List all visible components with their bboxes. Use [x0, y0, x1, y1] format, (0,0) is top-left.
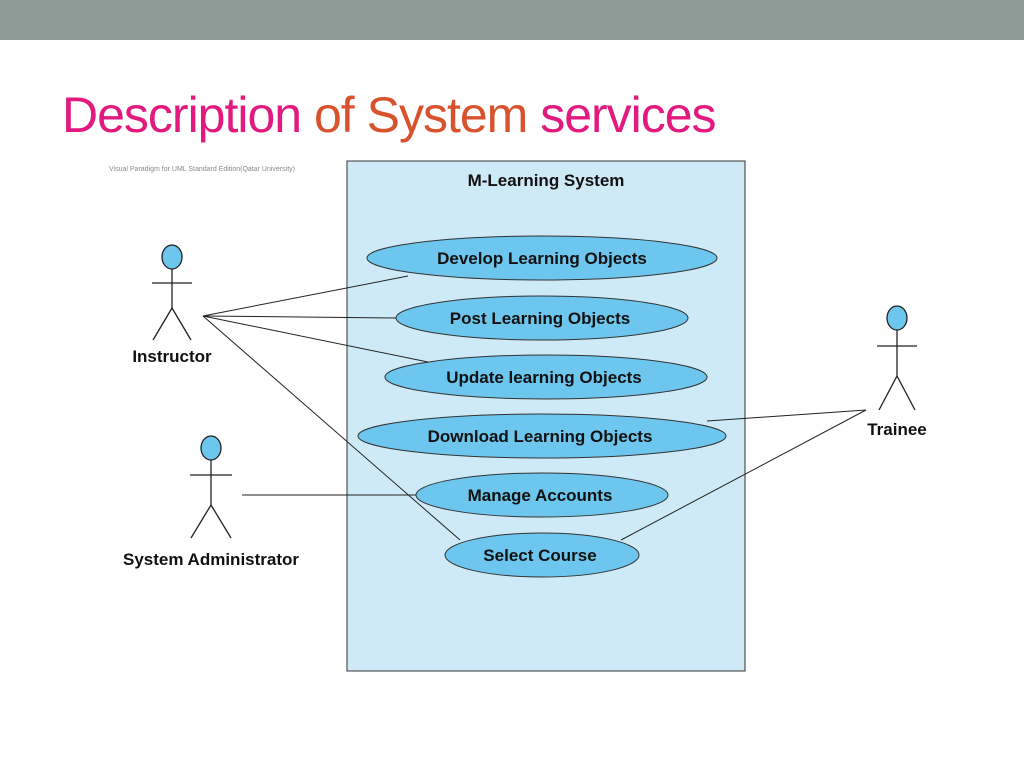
actor-system-administrator: System Administrator: [123, 435, 299, 569]
actor-label-instructor: Instructor: [132, 347, 212, 366]
title-part-services: services: [540, 87, 716, 143]
assoc-instructor-update: [202, 315, 429, 363]
slide-title: Description of System services: [62, 82, 717, 148]
use-case-manage-accounts: Manage Accounts: [415, 472, 669, 518]
use-case-label: Develop Learning Objects: [437, 249, 647, 268]
diagram-watermark: Visual Paradigm for UML Standard Edition…: [109, 166, 295, 173]
stick-figure-icon: [877, 305, 917, 411]
use-case-ellipse: [384, 354, 708, 400]
use-case-label: Update learning Objects: [446, 368, 642, 387]
use-case-label: Post Learning Objects: [450, 309, 630, 328]
use-case-ellipse: [444, 532, 640, 578]
title-part-of-system: of System: [314, 87, 541, 143]
use-case-post-learning-objects: Post Learning Objects: [395, 295, 689, 341]
assoc-trainee-select: [620, 409, 867, 541]
assoc-instructor-post: [202, 315, 398, 319]
use-case-label: Download Learning Objects: [428, 427, 653, 446]
top-bar: [0, 0, 1024, 40]
title-part-description: Description: [62, 87, 314, 143]
assoc-instructor-develop: [202, 275, 409, 317]
stick-figure-icon: [190, 435, 232, 539]
use-case-select-course: Select Course: [444, 532, 640, 578]
associations: [202, 275, 867, 541]
assoc-instructor-select: [202, 315, 461, 541]
actor-trainee: Trainee: [867, 305, 927, 439]
use-case-label: Select Course: [483, 546, 596, 565]
use-case-develop-learning-objects: Develop Learning Objects: [366, 235, 718, 281]
assoc-trainee-download: [706, 409, 867, 422]
use-case-ellipse: [415, 472, 669, 518]
use-case-ellipse: [366, 235, 718, 281]
stick-figure-icon: [152, 244, 192, 341]
use-case-download-learning-objects: Download Learning Objects: [357, 413, 727, 459]
use-case-ellipse: [357, 413, 727, 459]
actor-instructor: Instructor: [132, 244, 212, 366]
actor-label-trainee: Trainee: [867, 420, 927, 439]
use-case-ellipse: [395, 295, 689, 341]
use-case-update-learning-objects: Update learning Objects: [384, 354, 708, 400]
system-title: M-Learning System: [468, 171, 625, 190]
use-case-label: Manage Accounts: [468, 486, 613, 505]
actor-label-system-administrator: System Administrator: [123, 550, 299, 569]
